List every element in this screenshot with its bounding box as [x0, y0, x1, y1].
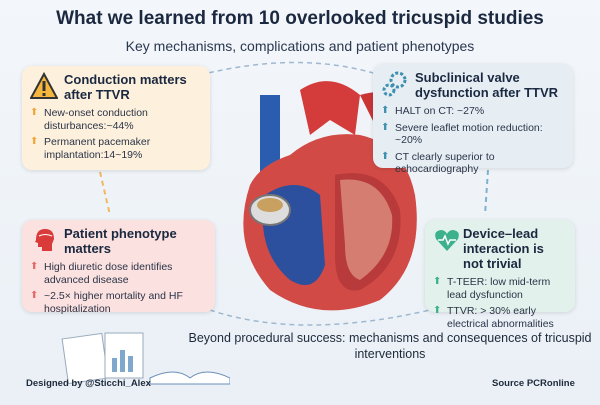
list-item: ⬆Severe leaflet motion reduction: ~20% [381, 121, 543, 147]
arrow-up-icon: ⬆ [433, 305, 442, 316]
bottom-caption: Beyond procedural success: mechanisms an… [188, 331, 592, 361]
page-subtitle: Key mechanisms, complications and patien… [125, 38, 475, 54]
arrow-up-icon: ⬆ [381, 150, 390, 162]
arrow-up-icon: ⬆ [30, 261, 39, 272]
list-item: ⬆CT clearly superior to echocardiography [381, 150, 495, 176]
arrow-up-icon: ⬆ [30, 107, 39, 118]
arrow-up-icon: ⬆ [433, 276, 442, 287]
list-item: ⬆High diuretic dose identifies advanced … [30, 261, 173, 286]
panel-valve-dysfunction: Subclinical valve dysfunction after TTVR… [373, 64, 573, 175]
head-icon [35, 229, 54, 251]
panel-title: Device–lead interaction is not trivial [463, 226, 544, 271]
credit: Designed by @Sticchi_Alex [26, 378, 151, 389]
heart-illustration [243, 81, 417, 311]
list-item: ⬆~2.5× higher mortality and HF hospitali… [30, 290, 183, 315]
panel-title: Patient phenotype matters [64, 226, 177, 256]
panel-device-lead: Device–lead interaction is not trivial ⬆… [425, 220, 575, 330]
arrow-up-icon: ⬆ [30, 136, 39, 147]
list-item: ⬆TTVR: > 30% early electrical abnormalit… [433, 305, 554, 330]
page-title: What we learned from 10 overlooked tricu… [56, 8, 544, 29]
list-item: ⬆Permanent pacemaker implantation:14~19% [30, 136, 151, 161]
warning-icon [30, 72, 58, 99]
documents-illustration [61, 332, 230, 385]
panel-title: Subclinical valve dysfunction after TTVR [415, 70, 559, 100]
gears-icon [382, 71, 407, 97]
arrow-up-icon: ⬆ [30, 290, 39, 301]
list-item: ⬆New-onset conduction disturbances:~44% [30, 107, 148, 132]
list-item: ⬆T-TEER: low mid-term lead dysfunction [433, 276, 551, 301]
heart-monitor-icon [435, 230, 459, 251]
arrow-up-icon: ⬆ [381, 121, 390, 133]
panel-conduction: Conduction matters after TTVR ⬆New-onset… [22, 66, 210, 170]
panel-phenotype: Patient phenotype matters ⬆High diuretic… [22, 220, 215, 315]
source: Source PCRonline [492, 378, 575, 389]
panel-title: Conduction matters after TTVR [64, 72, 187, 102]
list-item: ⬆HALT on CT: ~27% [381, 105, 485, 117]
arrow-up-icon: ⬆ [381, 105, 390, 116]
